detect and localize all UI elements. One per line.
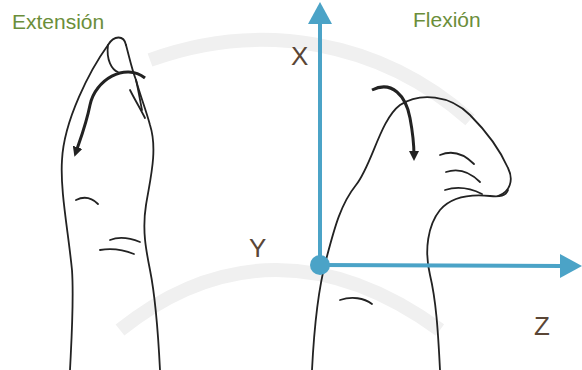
axis-label: X (291, 42, 308, 71)
finger-line (126, 45, 142, 110)
watermark-arc (120, 270, 440, 330)
hand-outline (312, 97, 511, 370)
finger-line (446, 170, 480, 182)
axis-label: Y (249, 234, 266, 263)
hand-outline (136, 80, 160, 370)
wrist-crease (100, 249, 134, 254)
z-axis (320, 265, 562, 266)
axis-arrowhead (308, 2, 332, 24)
hand-extension (62, 38, 160, 370)
origin-dot (310, 255, 330, 275)
x-axis (318, 22, 322, 265)
finger-line (130, 90, 145, 118)
watermark-arc (150, 40, 470, 120)
view-title: Extensión (4, 6, 112, 37)
axes (308, 2, 582, 278)
finger-line (445, 188, 482, 194)
rotation-arrow (76, 72, 145, 152)
watermark (120, 40, 470, 330)
finger-line (440, 153, 474, 164)
hand-outline (427, 190, 508, 370)
hand-outline (62, 38, 126, 370)
wrist-crease (110, 238, 140, 242)
rotation-arrow (372, 87, 414, 156)
wrist-crease (340, 298, 372, 304)
view-title: Flexión (405, 4, 489, 35)
thumb-line (76, 198, 98, 204)
axis-arrowhead (560, 254, 582, 278)
hand-flexion (312, 97, 511, 370)
finger-line (108, 45, 118, 72)
axis-label: Z (534, 312, 550, 341)
